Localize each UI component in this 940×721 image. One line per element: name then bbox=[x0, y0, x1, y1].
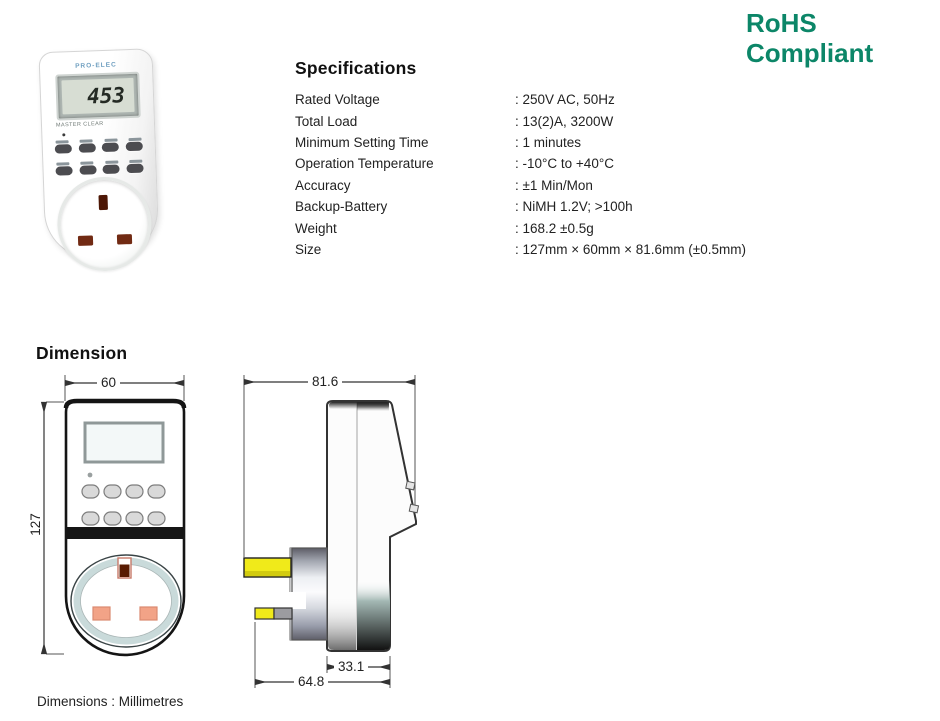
dim-side-pin-depth: 64.8 bbox=[294, 674, 329, 689]
spec-label: Operation Temperature bbox=[295, 156, 434, 172]
specifications-table: Rated Voltage : 250V AC, 50Hz Total Load… bbox=[295, 89, 815, 260]
spec-label: Size bbox=[295, 241, 322, 257]
dim-side-body-depth: 33.1 bbox=[334, 659, 369, 674]
spec-row: Total Load : 13(2)A, 3200W bbox=[295, 110, 815, 131]
timer-button bbox=[54, 144, 72, 154]
spec-label: Accuracy bbox=[295, 177, 351, 193]
spec-row: Size : 127mm × 60mm × 81.6mm (±0.5mm) bbox=[295, 239, 815, 260]
rohs-line1: RoHS bbox=[746, 8, 817, 38]
spec-value: : -10°C to +40°C bbox=[515, 156, 614, 172]
spec-value: : 1 minutes bbox=[515, 134, 582, 150]
spec-label: Weight bbox=[295, 220, 337, 236]
side-view-drawing bbox=[243, 375, 420, 688]
spec-value: : ±1 Min/Mon bbox=[515, 177, 593, 193]
dim-front-width: 60 bbox=[97, 375, 121, 390]
spec-label: Rated Voltage bbox=[295, 92, 380, 108]
dim-side-total-depth: 81.6 bbox=[308, 374, 343, 389]
dim-front-height: 127 bbox=[27, 509, 43, 540]
master-clear-label: MASTER CLEAR bbox=[55, 120, 104, 129]
spec-value: : 127mm × 60mm × 81.6mm (±0.5mm) bbox=[515, 241, 746, 257]
timer-button bbox=[79, 165, 97, 175]
spec-row: Minimum Setting Time : 1 minutes bbox=[295, 132, 815, 153]
dimension-title: Dimension bbox=[36, 343, 128, 363]
led-indicator bbox=[62, 133, 66, 137]
timer-button bbox=[101, 142, 120, 153]
timer-button bbox=[78, 143, 96, 153]
spec-value: : 13(2)A, 3200W bbox=[515, 113, 614, 129]
brand-label: PRO-ELEC bbox=[75, 61, 117, 70]
spec-label: Minimum Setting Time bbox=[295, 134, 429, 150]
lcd-display: 453 bbox=[55, 71, 141, 121]
timer-button bbox=[102, 164, 121, 175]
spec-value: : 168.2 ±0.5g bbox=[515, 220, 594, 236]
button-row-2 bbox=[55, 163, 144, 176]
front-view-drawing bbox=[40, 375, 187, 657]
spec-row: Rated Voltage : 250V AC, 50Hz bbox=[295, 89, 815, 110]
spec-value: : 250V AC, 50Hz bbox=[515, 92, 615, 108]
timer-button bbox=[126, 163, 144, 174]
live-pin-hole bbox=[116, 234, 133, 245]
dimension-drawing bbox=[40, 375, 420, 688]
product-photo: PRO-ELEC 453 MASTER CLEAR bbox=[34, 40, 172, 273]
rohs-compliant-badge: RoHS Compliant bbox=[746, 8, 873, 68]
front-buttons bbox=[81, 484, 166, 526]
spec-value: : NiMH 1.2V; >100h bbox=[515, 199, 633, 215]
spec-row: Weight : 168.2 ±0.5g bbox=[295, 217, 815, 238]
specifications-title: Specifications bbox=[295, 58, 417, 78]
dimensions-unit-note: Dimensions : Millimetres bbox=[37, 694, 184, 709]
spec-label: Backup-Battery bbox=[295, 199, 388, 215]
timer-button bbox=[125, 141, 143, 152]
timer-body: PRO-ELEC 453 MASTER CLEAR bbox=[38, 48, 160, 273]
timer-button bbox=[55, 166, 73, 176]
spec-label: Total Load bbox=[295, 113, 358, 129]
button-row-1 bbox=[54, 141, 143, 154]
rohs-line2: Compliant bbox=[746, 38, 874, 68]
lcd-value: 453 bbox=[61, 77, 135, 115]
spec-row: Backup-Battery : NiMH 1.2V; >100h bbox=[295, 196, 815, 217]
earth-pin-hole bbox=[98, 194, 108, 211]
spec-row: Operation Temperature : -10°C to +40°C bbox=[295, 153, 815, 174]
socket-face bbox=[55, 175, 154, 273]
spec-row: Accuracy : ±1 Min/Mon bbox=[295, 175, 815, 196]
neutral-pin-hole bbox=[77, 235, 94, 246]
